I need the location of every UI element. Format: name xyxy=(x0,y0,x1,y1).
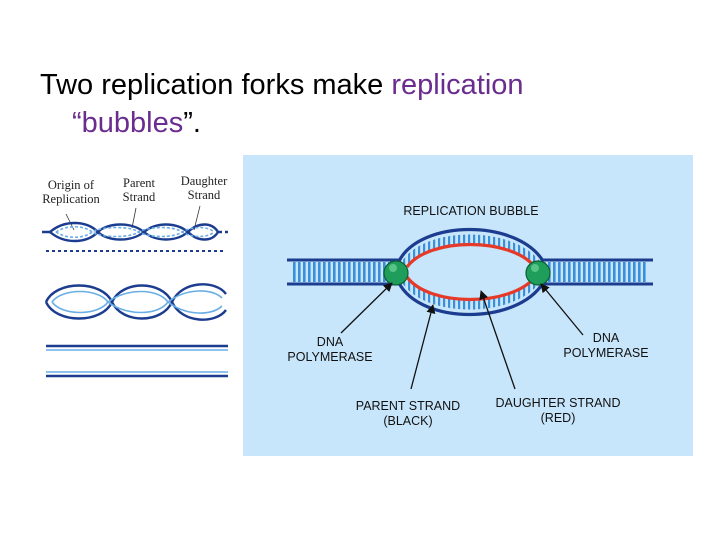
parent-pointer xyxy=(131,207,137,229)
left-parent-duplex xyxy=(287,258,401,286)
title-text: Two replication forks make xyxy=(40,69,392,101)
arrow-dna-polymerase-left xyxy=(340,282,393,334)
parent-strand-top xyxy=(397,227,545,262)
parent-strand-bottom xyxy=(397,282,545,317)
stage-2-large-bubbles xyxy=(44,283,227,321)
daughter-strand-label: DAUGHTER STRAND(RED) xyxy=(495,396,621,425)
slide-title: Two replication forks make replication “… xyxy=(40,66,680,142)
arrow-parent-strand xyxy=(410,304,436,390)
title-accent-bubbles: “bubbles xyxy=(72,107,184,139)
title-line2-rest: ”. xyxy=(183,107,201,139)
right-parent-duplex xyxy=(541,258,653,286)
title-line-2: “bubbles”. xyxy=(40,104,680,142)
left-figure-svg xyxy=(42,205,228,378)
replication-bubble xyxy=(397,227,545,317)
parent-strand-label: PARENT STRAND(BLACK) xyxy=(355,399,461,428)
arrow-dna-polymerase-right xyxy=(540,283,584,336)
daughter-strand-top xyxy=(405,243,537,269)
dna-polymerase-left-enzyme xyxy=(383,260,409,286)
arrow-daughter-strand xyxy=(479,290,516,390)
title-accent-replication: replication xyxy=(391,69,524,101)
bubble-svg xyxy=(287,227,653,390)
dna-polymerase-right-enzyme xyxy=(525,260,551,286)
replication-bubble-label: REPLICATION BUBBLE xyxy=(403,204,539,218)
stage-1-small-bubbles xyxy=(42,221,228,252)
daughter-strand-bottom xyxy=(405,275,537,301)
stage-3-separated-molecules xyxy=(46,344,228,378)
